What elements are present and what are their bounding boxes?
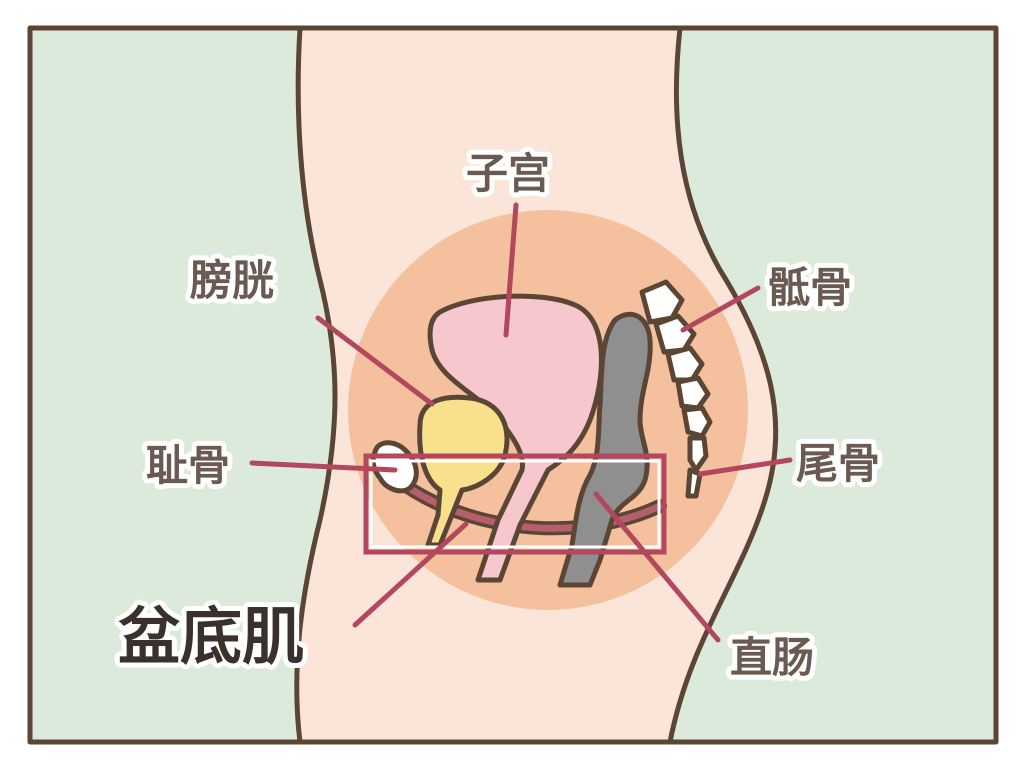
pelvic-floor-highlight-box	[363, 453, 667, 555]
rectum	[557, 311, 653, 588]
sacrum-coccyx-bones	[639, 279, 713, 499]
sacrum-label: 骶骨	[768, 263, 852, 312]
pelvic-floor-leader	[352, 521, 469, 628]
bladder-label: 膀胱	[189, 256, 274, 305]
sacrum-leader	[680, 285, 761, 333]
uterus-leader	[503, 202, 519, 338]
rectum-label: 直肠	[730, 633, 814, 682]
bladder	[417, 394, 510, 548]
pelvic-floor-label: 盆底肌	[118, 600, 304, 673]
rectum-leader	[593, 491, 721, 643]
coccyx-label: 尾骨	[796, 439, 880, 488]
pubic-bone-leader	[249, 460, 398, 473]
coccyx-leader	[697, 457, 793, 477]
pubic-bone-label: 耻骨	[146, 441, 230, 490]
uterus-label: 子宫	[466, 149, 550, 198]
bladder-leader	[315, 315, 435, 407]
uterus	[427, 293, 604, 583]
